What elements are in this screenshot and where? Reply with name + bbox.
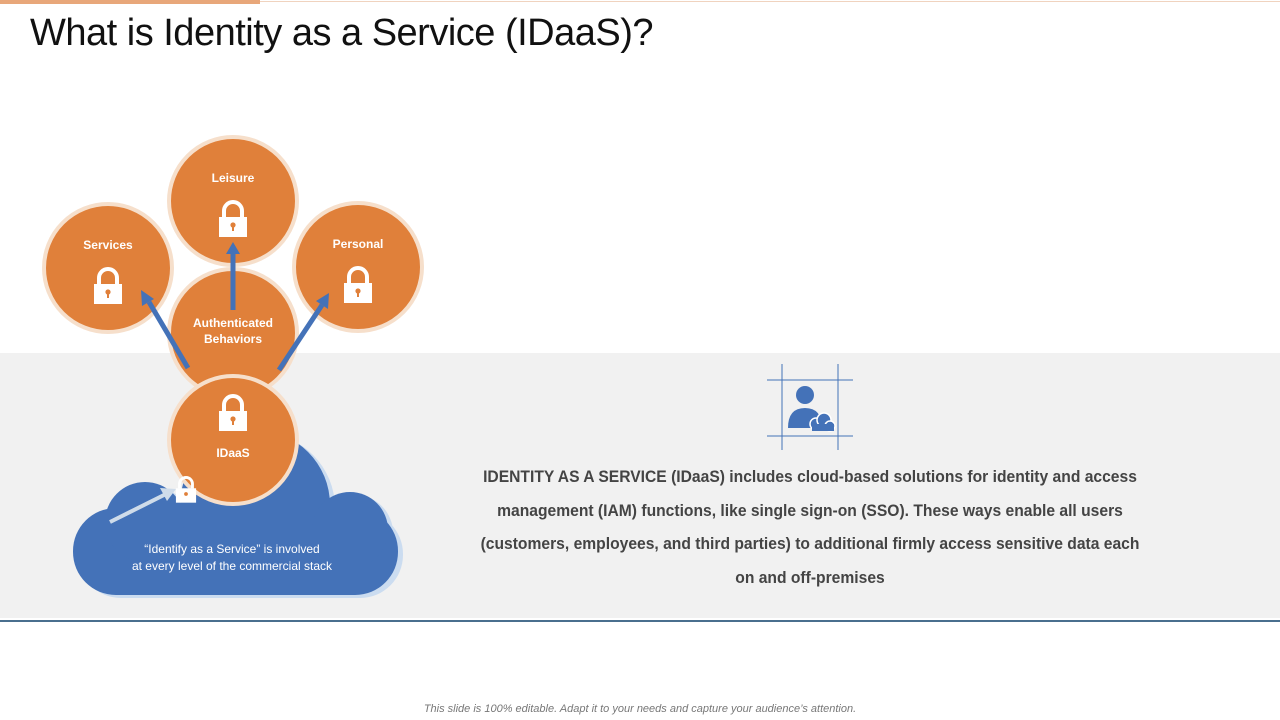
idaas-label: IDaaS bbox=[216, 446, 249, 460]
band-divider bbox=[0, 620, 1280, 622]
authenticated-label-line2: Behaviors bbox=[204, 332, 262, 346]
cloud-arrow-icon bbox=[109, 488, 176, 524]
cloud-text-line1: “Identify as a Service” is involved bbox=[144, 542, 319, 556]
personal-label: Personal bbox=[333, 237, 384, 251]
authenticated-label-line1: Authenticated bbox=[193, 316, 273, 330]
top-accent-bar bbox=[0, 0, 260, 4]
lock-icon bbox=[175, 476, 197, 503]
footer-note: This slide is 100% editable. Adapt it to… bbox=[423, 703, 857, 715]
services-label: Services bbox=[83, 238, 133, 252]
cloud-text-line2: at every level of the commercial stack bbox=[132, 559, 333, 573]
services-node bbox=[42, 202, 174, 334]
idaas-description: IDENTITY AS A SERVICE (IDaaS) includes c… bbox=[480, 467, 1140, 587]
top-rule bbox=[260, 1, 1280, 2]
slide-title: What is Identity as a Service (IDaaS)? bbox=[30, 12, 654, 54]
idaas-node bbox=[167, 374, 299, 506]
personal-node bbox=[292, 201, 424, 333]
leisure-label: Leisure bbox=[212, 171, 255, 185]
user-cloud-icon bbox=[767, 364, 853, 450]
arrow-icon bbox=[141, 242, 329, 372]
